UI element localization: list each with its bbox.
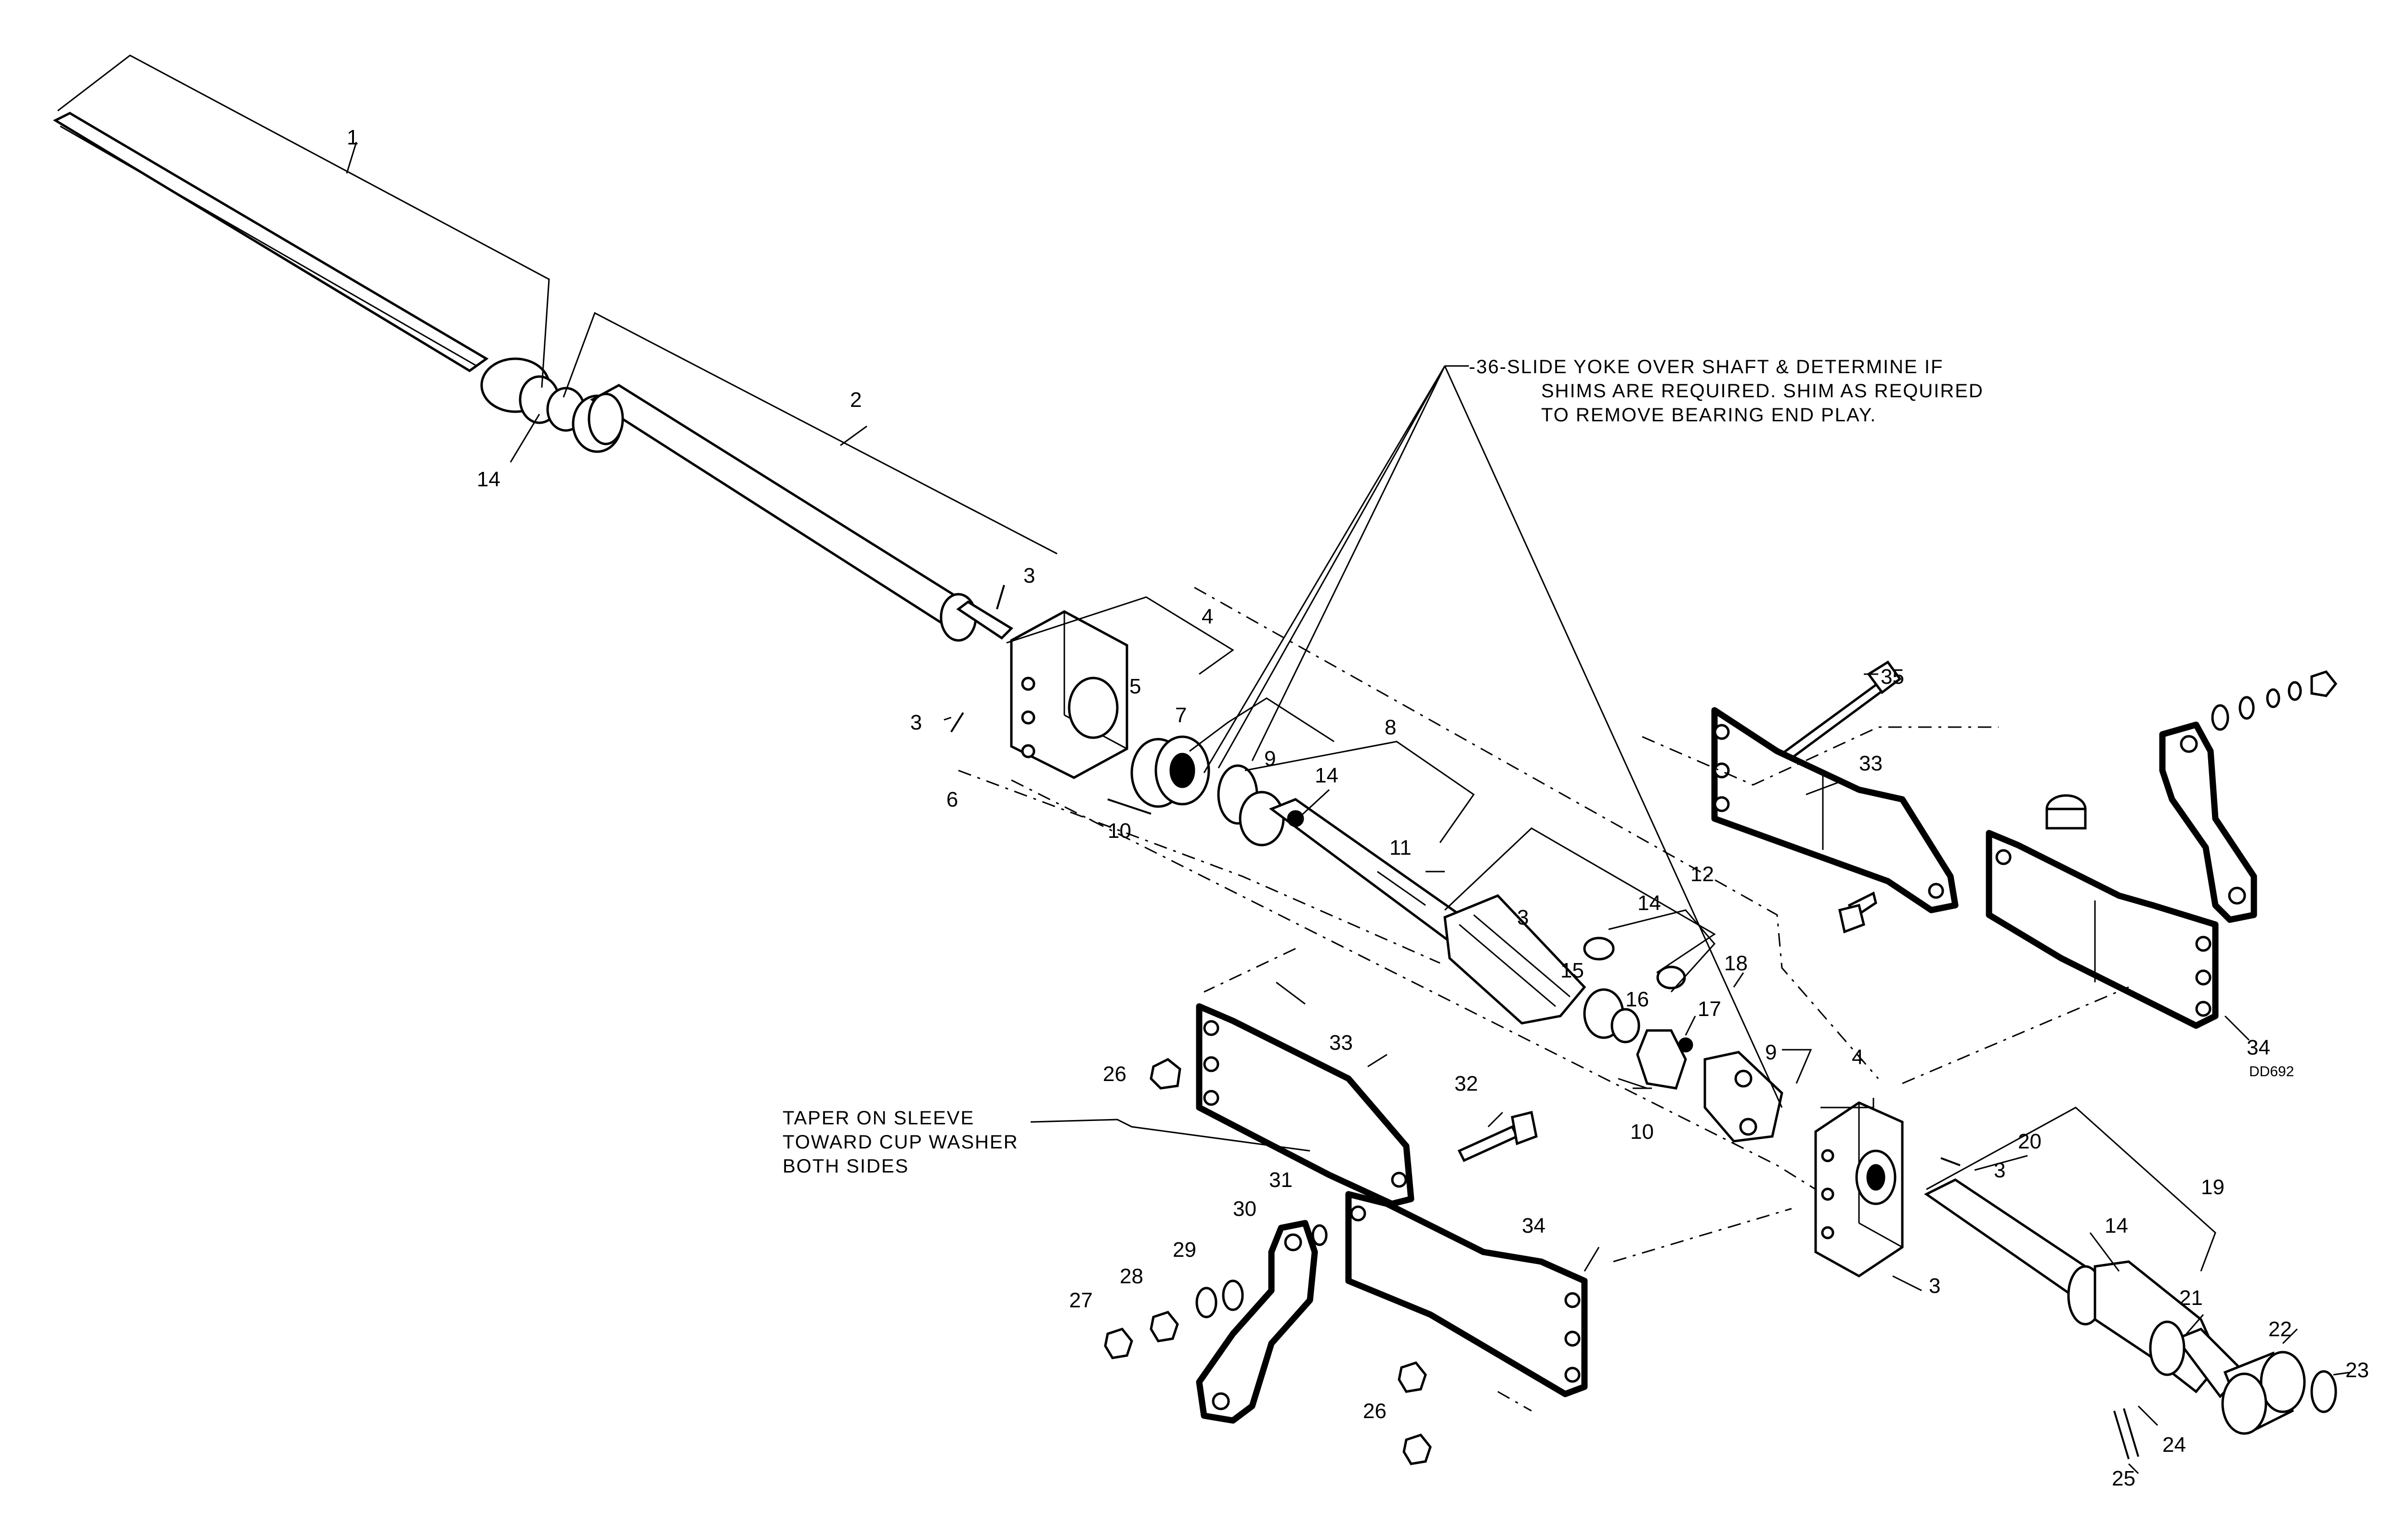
part-22-sleeve <box>2221 1351 2306 1435</box>
part-1-shaft <box>52 112 489 372</box>
callout-17: 17 <box>1698 997 1721 1021</box>
callout-14: 14 <box>2105 1214 2128 1238</box>
leader-lines <box>57 54 2351 1474</box>
part-34-upper-bracket <box>1986 830 2219 1029</box>
part-2-tube-assembly <box>480 357 1014 642</box>
callout-10: 10 <box>1630 1120 1654 1144</box>
callout-27: 27 <box>1069 1289 1093 1312</box>
callout-14: 14 <box>477 468 500 491</box>
callout-2: 2 <box>850 388 862 412</box>
callout-33: 33 <box>1859 752 1883 775</box>
taper-note-line-2: TOWARD CUP WASHER <box>783 1132 1019 1153</box>
callout-3: 3 <box>1517 906 1529 929</box>
part-5-bearing-plate <box>1010 610 1128 779</box>
callout-25: 25 <box>2112 1467 2135 1490</box>
callout-20: 20 <box>2018 1130 2042 1153</box>
callout-31: 31 <box>1269 1168 1293 1192</box>
part-4-bearing-plate <box>1814 1101 1904 1277</box>
taper-note-line-1: TAPER ON SLEEVE <box>783 1108 974 1129</box>
part-33-lower-bracket <box>1196 1003 1414 1207</box>
callout-15: 15 <box>1560 959 1584 982</box>
part-8-shaft-yoke <box>1217 764 1476 943</box>
callout-3: 3 <box>910 711 922 734</box>
part-31-sleeve <box>1311 1224 1328 1246</box>
callout-8: 8 <box>1385 716 1396 739</box>
callout-10: 10 <box>1108 819 1131 843</box>
callout-6: 6 <box>946 788 958 811</box>
callout-9: 9 <box>1765 1041 1777 1064</box>
callout-12: 12 <box>1690 862 1714 886</box>
part-29-washers <box>1195 1279 1244 1318</box>
callout-26: 26 <box>1363 1399 1387 1423</box>
callout-24: 24 <box>2162 1433 2186 1457</box>
callout-33: 33 <box>1329 1031 1353 1055</box>
callout-34: 34 <box>1522 1214 1545 1238</box>
part-32-bolt <box>1457 1110 1538 1162</box>
callout-4: 4 <box>1202 605 1213 628</box>
callout-14: 14 <box>1637 891 1661 915</box>
note-36-leaders <box>1203 365 1783 1108</box>
part-33-upper-bracket <box>1711 707 1959 913</box>
part-7-bearing <box>1130 735 1210 808</box>
part-25-pin <box>2113 1408 2139 1460</box>
callout-21: 21 <box>2179 1286 2203 1310</box>
shim-note-line-3: TO REMOVE BEARING END PLAY. <box>1541 404 1876 426</box>
shim-note-line-1: -36-SLIDE YOKE OVER SHAFT & DETERMINE IF <box>1469 356 1943 378</box>
taper-note-line-3: BOTH SIDES <box>783 1156 909 1177</box>
callout-32: 32 <box>1454 1072 1478 1095</box>
part-17-cross <box>1636 1029 1783 1143</box>
part-34-lower-bracket <box>1345 1191 1588 1397</box>
part-13-slip-yoke <box>1443 894 1640 1043</box>
callout-22: 22 <box>2268 1317 2292 1341</box>
callout-3: 3 <box>1023 564 1035 587</box>
part-bolt-upper <box>1838 891 1877 934</box>
callout-3: 3 <box>1929 1274 1940 1298</box>
callout-26: 26 <box>1103 1062 1126 1086</box>
callout-9: 9 <box>1264 747 1276 770</box>
callout-3: 3 <box>1994 1159 2005 1182</box>
callout-19: 19 <box>2201 1175 2225 1199</box>
callout-1: 1 <box>347 126 358 149</box>
callout-11: 11 <box>1389 836 1412 860</box>
callout-5: 5 <box>1129 675 1141 698</box>
pins <box>950 585 1961 1166</box>
part-26-28-nuts <box>1104 1058 1432 1465</box>
part-washers-upper <box>2211 670 2338 731</box>
part-23-ring <box>2310 1370 2337 1413</box>
callout-23: 23 <box>2345 1358 2369 1382</box>
shim-note-line-2: SHIMS ARE REQUIRED. SHIM AS REQUIRED <box>1541 380 1984 402</box>
part-30-upper-link <box>2159 721 2257 923</box>
callout-16: 16 <box>1625 988 1649 1011</box>
callout-labels: 1 2 3 3 3 3 3 4 4 5 6 7 8 9 9 10 10 11 1… <box>347 126 2369 1490</box>
callout-34: 34 <box>2247 1036 2270 1059</box>
part-30-lower-link <box>1196 1220 1318 1424</box>
part-sleeve-upper <box>2045 794 2087 830</box>
callout-35: 35 <box>1881 665 1904 689</box>
callout-28: 28 <box>1120 1264 1143 1288</box>
drawing-code: DD692 <box>2249 1064 2294 1080</box>
callout-7: 7 <box>1175 704 1187 727</box>
part-15-16-rings <box>1583 937 1686 990</box>
callout-18: 18 <box>1724 951 1748 975</box>
callout-4: 4 <box>1852 1045 1863 1069</box>
alignment-lines <box>958 587 2129 1412</box>
callout-14: 14 <box>1315 764 1338 787</box>
callout-30: 30 <box>1233 1197 1256 1221</box>
callout-29: 29 <box>1173 1238 1196 1262</box>
